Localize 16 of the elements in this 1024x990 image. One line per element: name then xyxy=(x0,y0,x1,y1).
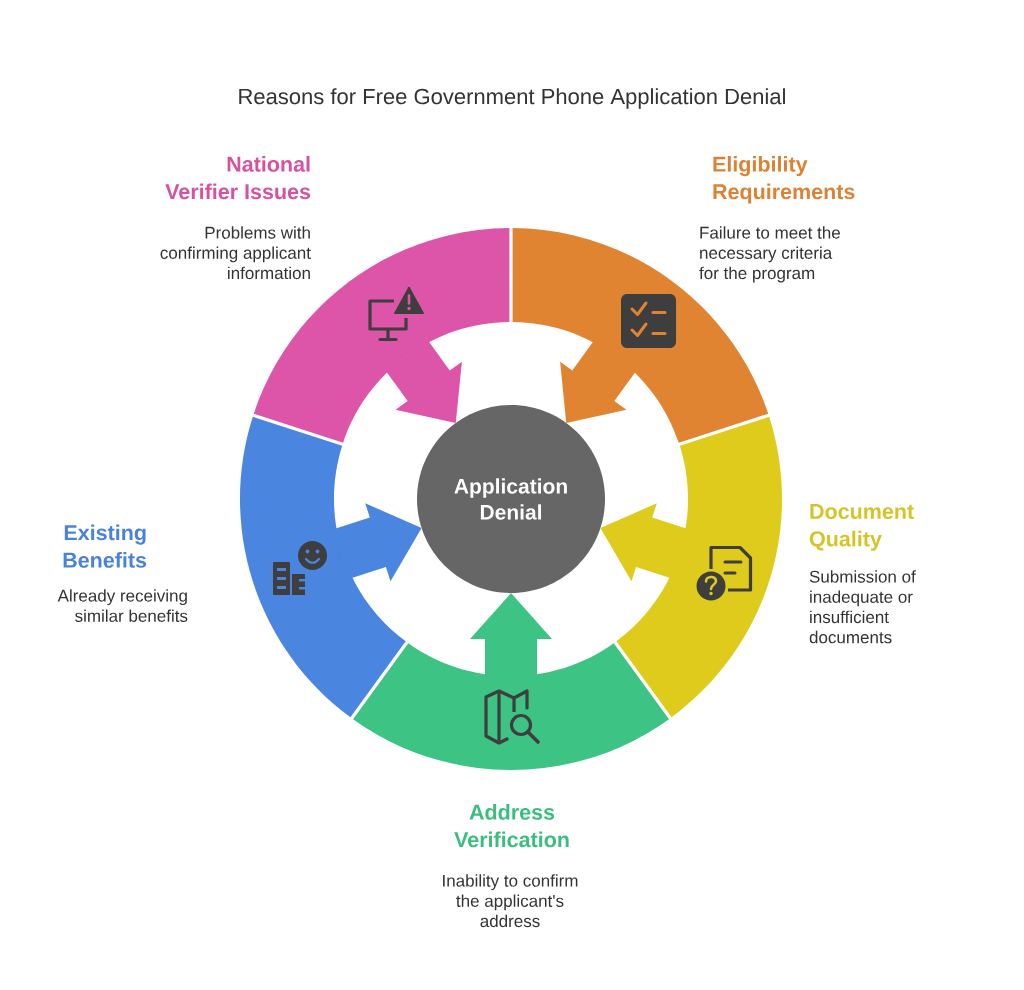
description: Failure to meet the necessary criteria for the program xyxy=(699,226,840,283)
description: Inability to confirm the applicant's address xyxy=(443,874,578,928)
arrow xyxy=(470,593,552,677)
heading: Address Verification xyxy=(454,804,569,848)
arrow xyxy=(334,503,422,582)
description: Submission of inadequate or insufficient documents xyxy=(809,570,916,644)
description: Already receiving similar benefits xyxy=(57,589,188,622)
heading: National Verifier Issues xyxy=(165,156,311,200)
heading: Existing Benefits xyxy=(63,524,147,568)
arrow xyxy=(560,340,637,423)
description: Problems with confirming applicant information xyxy=(160,226,311,280)
heading: Eligibility Requirements xyxy=(713,156,855,204)
heading: Document Quality xyxy=(809,504,914,551)
title: Reasons for Free Government Phone Application Denial xyxy=(239,88,785,109)
arrow xyxy=(385,340,462,423)
arrow xyxy=(600,503,688,582)
